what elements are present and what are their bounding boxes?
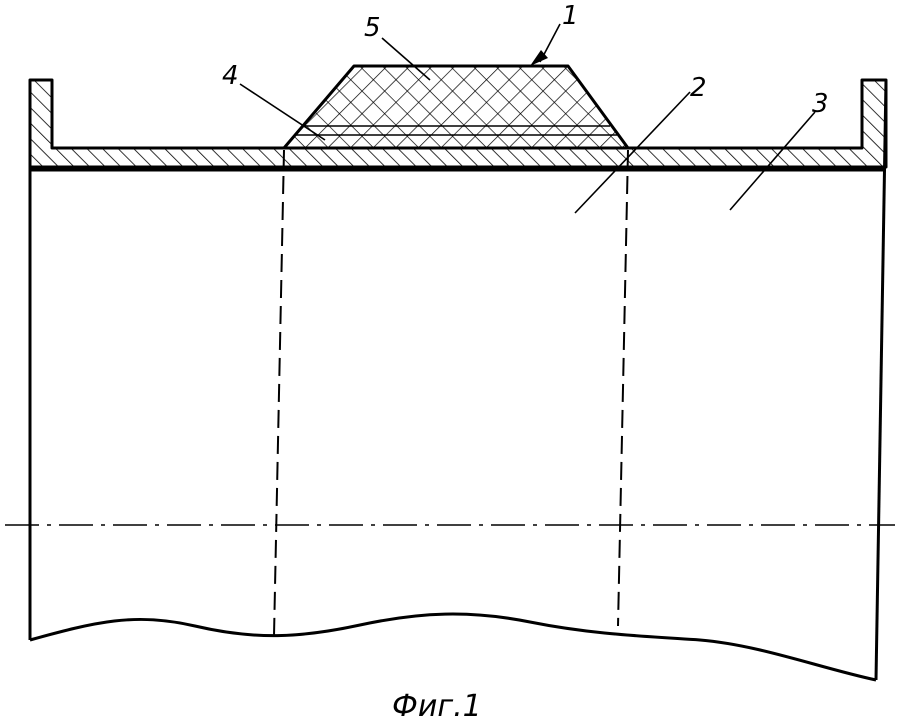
leader-lines: [239, 23, 816, 214]
label-2: 2: [690, 73, 707, 103]
label-1: 1: [562, 1, 579, 31]
right-pipe-edge: [874, 79, 888, 681]
label-4: 4: [222, 61, 239, 91]
pipe-wall-section: [28, 78, 888, 169]
composite-winding: [282, 64, 630, 150]
label-5: 5: [364, 13, 381, 43]
hidden-line-left: [273, 149, 285, 637]
label-3: 3: [812, 89, 829, 119]
hidden-line-right: [617, 149, 629, 627]
break-line: [29, 612, 877, 682]
figure-caption: Фиг.1: [392, 689, 482, 724]
